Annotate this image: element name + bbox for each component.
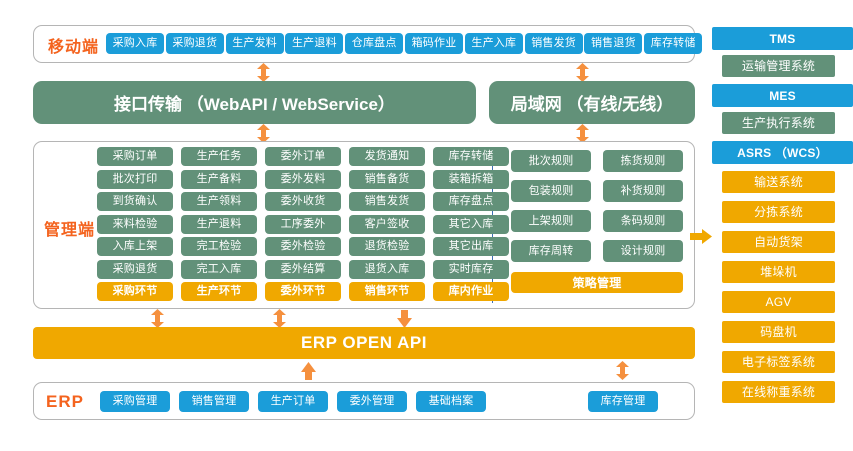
mgmt-footer-0[interactable]: 采购环节 bbox=[97, 282, 173, 301]
management-module-grid: 采购订单批次打印到货确认来料检验入库上架采购退货采购环节 生产任务生产备料生产领料… bbox=[97, 147, 509, 303]
mgmt-chip-3-2[interactable]: 销售发货 bbox=[349, 192, 425, 211]
mgmt-chip-4-1[interactable]: 装箱拆箱 bbox=[433, 169, 509, 189]
sidebar-equipment-4[interactable]: AGV bbox=[722, 291, 835, 313]
arrow-strategy-to-equipment bbox=[690, 228, 712, 245]
sidebar-head-2[interactable]: ASRS （WCS） bbox=[712, 141, 853, 164]
mobile-chip-3[interactable]: 生产退料 bbox=[285, 33, 344, 54]
mgmt-chip-2-4[interactable]: 委外检验 bbox=[265, 237, 341, 256]
strategy-rule-grid: 批次规则包装规则上架规则库存周转 拣货规则补货规则条码规则设计规则 bbox=[511, 150, 683, 267]
mobile-chip-9[interactable]: 库存转储 bbox=[644, 33, 703, 54]
mobile-chip-0[interactable]: 采购入库 bbox=[106, 33, 164, 54]
strategy-chip-3[interactable]: 库存周转 bbox=[511, 240, 591, 262]
strategy-management-footer[interactable]: 策略管理 bbox=[511, 272, 683, 293]
mgmt-chip-0-1[interactable]: 批次打印 bbox=[97, 169, 173, 189]
mgmt-footer-2[interactable]: 委外环节 bbox=[265, 282, 341, 301]
mgmt-chip-4-0[interactable]: 库存转储 bbox=[433, 147, 509, 166]
mgmt-chip-1-1[interactable]: 生产备料 bbox=[181, 169, 257, 189]
erp-chip-0[interactable]: 采购管理 bbox=[100, 391, 170, 412]
erp-open-api-bar: ERP OPEN API bbox=[33, 327, 695, 359]
erp-chip-1[interactable]: 销售管理 bbox=[179, 391, 249, 412]
mgmt-chip-2-1[interactable]: 委外发料 bbox=[265, 169, 341, 189]
mobile-section-label: 移动端 bbox=[48, 39, 100, 56]
strategy-chip-2[interactable]: 上架规则 bbox=[511, 210, 591, 232]
mobile-chip-1[interactable]: 采购退货 bbox=[165, 33, 224, 54]
erp-section-label: ERP bbox=[46, 392, 84, 411]
strategy-chip-4[interactable]: 拣货规则 bbox=[603, 150, 683, 172]
sidebar-head-0[interactable]: TMS bbox=[712, 27, 853, 50]
mgmt-chip-1-2[interactable]: 生产领料 bbox=[181, 192, 257, 211]
mgmt-chip-0-2[interactable]: 到货确认 bbox=[97, 192, 173, 211]
mgmt-chip-3-3[interactable]: 客户签收 bbox=[349, 214, 425, 234]
management-section-label: 管理端 bbox=[44, 222, 96, 239]
mgmt-chip-0-4[interactable]: 入库上架 bbox=[97, 237, 173, 256]
arrow-openapi-to-erp bbox=[300, 362, 317, 384]
sidebar-equipment-6[interactable]: 电子标签系统 bbox=[722, 351, 835, 373]
arrow-openapi-to-inventory bbox=[614, 361, 631, 383]
mgmt-footer-3[interactable]: 销售环节 bbox=[349, 282, 425, 301]
mgmt-chip-3-5[interactable]: 退货入库 bbox=[349, 259, 425, 279]
mgmt-chip-3-0[interactable]: 发货通知 bbox=[349, 147, 425, 166]
arrow-mobile-to-api bbox=[255, 63, 272, 85]
sidebar-equipment-5[interactable]: 码盘机 bbox=[722, 321, 835, 343]
mobile-chip-7[interactable]: 销售发货 bbox=[524, 33, 583, 54]
erp-chip-3[interactable]: 委外管理 bbox=[337, 391, 407, 412]
arrow-lan-to-strategy bbox=[574, 124, 591, 146]
sidebar-equipment-7[interactable]: 在线称重系统 bbox=[722, 381, 835, 403]
arrow-strategy-to-openapi bbox=[396, 310, 413, 332]
lan-bar: 局域网 （有线/无线） bbox=[489, 81, 695, 124]
arrow-mgmt-to-openapi-1 bbox=[149, 309, 166, 331]
mgmt-chip-1-0[interactable]: 生产任务 bbox=[181, 147, 257, 166]
mgmt-chip-4-5[interactable]: 实时库存 bbox=[433, 259, 509, 279]
mgmt-chip-0-0[interactable]: 采购订单 bbox=[97, 147, 173, 166]
sidebar-equipment-3[interactable]: 堆垛机 bbox=[722, 261, 835, 283]
strategy-chip-0[interactable]: 批次规则 bbox=[511, 150, 591, 172]
sidebar-equipment-0[interactable]: 输送系统 bbox=[722, 171, 835, 193]
erp-inventory-chip[interactable]: 库存管理 bbox=[588, 391, 658, 412]
strategy-chip-5[interactable]: 补货规则 bbox=[603, 180, 683, 202]
mgmt-chip-2-2[interactable]: 委外收货 bbox=[265, 192, 341, 211]
arrow-mgmt-to-openapi-2 bbox=[271, 309, 288, 331]
mgmt-chip-1-3[interactable]: 生产退料 bbox=[181, 214, 257, 234]
sidebar-sub-0: 运输管理系统 bbox=[722, 55, 835, 77]
mobile-chip-6[interactable]: 生产入库 bbox=[464, 33, 523, 54]
mgmt-chip-3-4[interactable]: 退货检验 bbox=[349, 237, 425, 256]
mgmt-chip-2-3[interactable]: 工序委外 bbox=[265, 214, 341, 234]
sidebar-head-1[interactable]: MES bbox=[712, 84, 853, 107]
mobile-chip-4[interactable]: 仓库盘点 bbox=[345, 33, 404, 54]
mgmt-chip-1-5[interactable]: 完工入库 bbox=[181, 259, 257, 279]
strategy-chip-6[interactable]: 条码规则 bbox=[603, 210, 683, 232]
mgmt-footer-4[interactable]: 库内作业 bbox=[433, 282, 509, 301]
mobile-chip-8[interactable]: 销售退货 bbox=[584, 33, 643, 54]
mobile-chip-5[interactable]: 箱码作业 bbox=[405, 33, 463, 54]
mgmt-chip-2-0[interactable]: 委外订单 bbox=[265, 147, 341, 166]
mgmt-chip-4-2[interactable]: 库存盘点 bbox=[433, 192, 509, 211]
mgmt-chip-2-5[interactable]: 委外结算 bbox=[265, 259, 341, 279]
arrow-api-to-mgmt bbox=[255, 124, 272, 146]
mgmt-chip-1-4[interactable]: 完工检验 bbox=[181, 237, 257, 256]
sidebar-sub-1: 生产执行系统 bbox=[722, 112, 835, 134]
mgmt-chip-0-3[interactable]: 来料检验 bbox=[97, 214, 173, 234]
mgmt-chip-4-3[interactable]: 其它入库 bbox=[433, 214, 509, 234]
interface-transport-bar: 接口传输 （WebAPI / WebService） bbox=[33, 81, 476, 124]
strategy-chip-1[interactable]: 包装规则 bbox=[511, 180, 591, 202]
mgmt-chip-3-1[interactable]: 销售备货 bbox=[349, 169, 425, 189]
arrow-mobile-to-lan bbox=[574, 63, 591, 85]
sidebar-equipment-1[interactable]: 分拣系统 bbox=[722, 201, 835, 223]
sidebar-equipment-2[interactable]: 自动货架 bbox=[722, 231, 835, 253]
mgmt-chip-0-5[interactable]: 采购退货 bbox=[97, 259, 173, 279]
mgmt-footer-1[interactable]: 生产环节 bbox=[181, 282, 257, 301]
mgmt-chip-4-4[interactable]: 其它出库 bbox=[433, 237, 509, 256]
mobile-chip-2[interactable]: 生产发料 bbox=[225, 33, 284, 54]
strategy-chip-7[interactable]: 设计规则 bbox=[603, 240, 683, 262]
erp-chip-2[interactable]: 生产订单 bbox=[258, 391, 328, 412]
erp-chip-4[interactable]: 基础档案 bbox=[416, 391, 486, 412]
